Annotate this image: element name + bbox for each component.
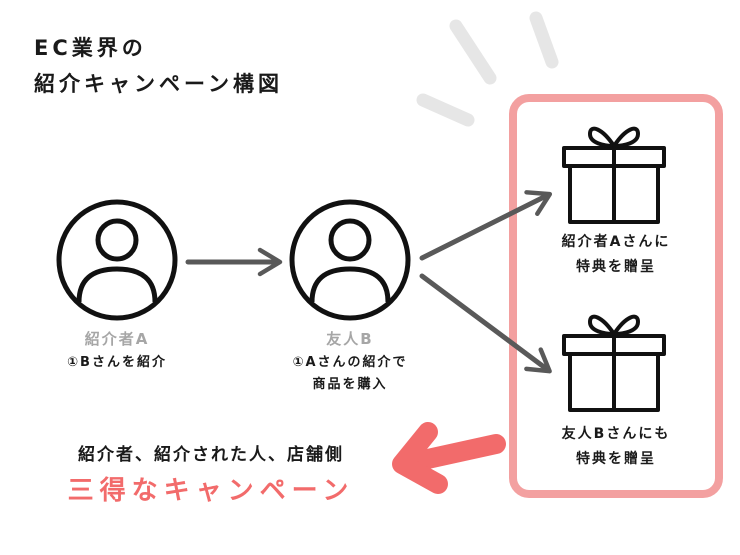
gift-bottom-text: 友人Bさんにも 特典を贈呈: [534, 422, 698, 472]
person-b-desc-line-1: ①Aさんの紹介で: [292, 355, 408, 370]
flow-arrows: [185, 190, 553, 374]
gift-top-icon: [562, 126, 666, 224]
gift-bottom-line-2: 特典を贈呈: [576, 451, 656, 467]
sparkle-lines-icon: [416, 11, 559, 127]
person-a-desc: ①Bさんを紹介: [67, 355, 167, 370]
gift-bottom-line-1: 友人Bさんにも: [561, 426, 671, 442]
page-title: EC業界の 紹介キャンペーン構図: [34, 30, 283, 102]
arrow-b-to-gift-top: [419, 190, 553, 261]
person-b-desc-line-2: 商品を購入: [312, 377, 388, 392]
gift-top-line-1: 紹介者Aさんに: [561, 234, 671, 250]
gift-bottom-icon: [562, 314, 666, 412]
title-line-1: EC業界の: [34, 36, 147, 60]
arrow-b-to-gift-bottom: [419, 273, 552, 374]
gift-top-text: 紹介者Aさんに 特典を贈呈: [534, 230, 698, 280]
person-a-avatar-icon: [56, 199, 178, 321]
person-b-role: 友人B: [326, 330, 374, 348]
gift-panel: [509, 94, 723, 498]
title-line-2: 紹介キャンペーン構図: [34, 72, 283, 96]
summary-line-1: 紹介者、紹介された人、店舗側: [78, 445, 344, 465]
person-a-role: 紹介者A: [84, 330, 150, 348]
gift-top-line-2: 特典を贈呈: [576, 259, 656, 275]
summary-headline: 三得なキャンペーン: [67, 476, 355, 506]
person-b-desc: ①Aさんの紹介で 商品を購入: [270, 352, 430, 396]
person-b-avatar-icon: [289, 199, 411, 321]
highlight-arrow-icon: [392, 422, 506, 494]
